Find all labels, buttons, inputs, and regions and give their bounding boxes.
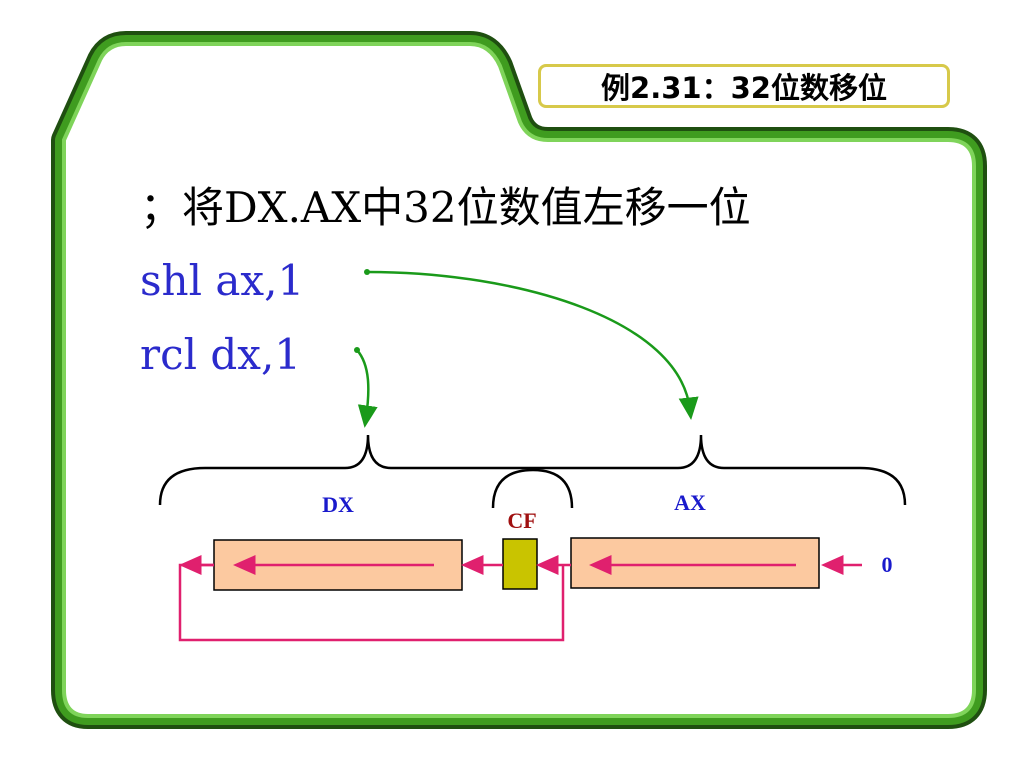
example-title: 例2.31：32位数移位	[538, 64, 950, 108]
callout-arrow-rcl	[354, 347, 378, 428]
dx-label: DX	[322, 492, 354, 517]
combined-brace	[158, 434, 907, 506]
code-line-shl: shl ax,1	[140, 256, 305, 305]
cf-brace	[491, 468, 574, 509]
ax-register	[570, 537, 820, 589]
code-comment: ；将DX.AX中32位数值左移一位	[140, 183, 751, 232]
ax-label: AX	[674, 490, 706, 515]
code-line-rcl: rcl dx,1	[140, 330, 302, 379]
cf-label: CF	[507, 508, 536, 533]
callout-arrow-shl	[364, 269, 699, 420]
zero-label: 0	[882, 552, 893, 577]
cf-flag	[502, 538, 538, 590]
